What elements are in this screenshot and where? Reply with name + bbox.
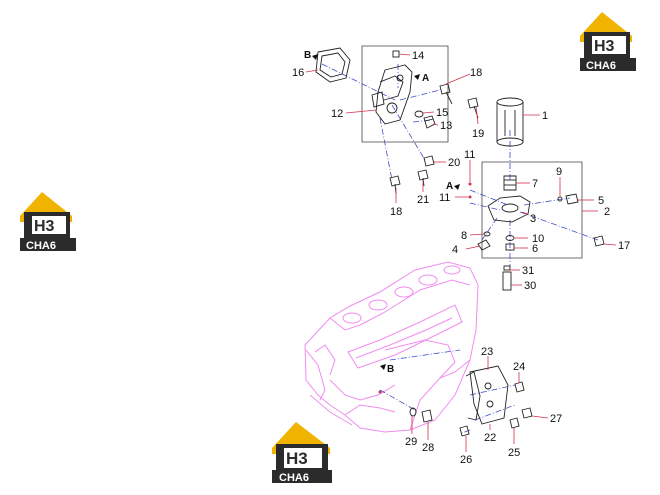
part-label: 4	[452, 244, 458, 256]
part-number-labels: 1 2 3 4 5 6 7 8 9 10 11 11 12 13 14 15 1…	[292, 50, 630, 466]
part-label: 30	[524, 280, 536, 292]
part-cooler-3	[487, 195, 531, 223]
part-label: 14	[412, 50, 424, 62]
part-oil-filter-1	[496, 97, 524, 147]
logo-main-text: H3	[594, 38, 615, 55]
part-bolt-26	[459, 425, 470, 437]
part-label: 3	[530, 213, 536, 225]
part-label: 16	[292, 67, 304, 79]
ref-b-block: B	[380, 364, 394, 375]
part-label: 9	[556, 166, 562, 178]
part-plug-14	[392, 50, 400, 58]
part-sensor-5	[565, 193, 579, 205]
part-label: 11	[464, 149, 475, 161]
ref-a-top: A	[414, 73, 429, 84]
part-gasket-23	[465, 371, 481, 421]
part-plate-22	[469, 365, 509, 425]
part-label: 26	[460, 454, 472, 466]
reference-letters: A A B B	[304, 50, 460, 375]
part-label: 18	[390, 206, 402, 218]
part-ring-31	[503, 265, 511, 271]
part-label: 13	[440, 120, 452, 132]
part-label: 15	[436, 107, 448, 119]
dots	[378, 182, 472, 394]
part-label: 19	[472, 128, 484, 140]
part-bolt-18-bottom	[389, 175, 401, 195]
ref-a-cooler: A	[446, 181, 460, 192]
part-washer-8	[483, 231, 491, 237]
logo-sub-text: CHA6	[279, 472, 309, 484]
part-label: 23	[481, 346, 493, 358]
part-washer-9	[557, 196, 563, 202]
part-union-28	[421, 409, 433, 423]
part-valve-7	[503, 175, 517, 191]
part-bolt-24	[514, 381, 525, 393]
part-label: 27	[550, 413, 562, 425]
part-label: 28	[422, 442, 434, 454]
center-lines	[321, 63, 599, 434]
part-label: 24	[513, 361, 525, 373]
ref-letter: A	[422, 73, 429, 84]
part-bolt-4	[477, 239, 491, 251]
logo-main-text: H3	[286, 449, 308, 468]
part-oring-15	[414, 110, 424, 118]
part-label: 29	[405, 436, 417, 448]
part-label: 31	[522, 265, 534, 277]
ref-letter: B	[387, 364, 394, 375]
part-bolt-25	[509, 417, 520, 429]
logo-sub-text: CHA6	[586, 60, 616, 72]
part-label: 17	[618, 240, 630, 252]
callout-box-cooler	[481, 161, 583, 259]
ref-letter: B	[304, 50, 311, 61]
watermark-logo-left: H3 CHA6	[20, 192, 76, 252]
part-label: 7	[532, 178, 538, 190]
part-label: 10	[532, 233, 544, 245]
part-nipple-13	[423, 115, 436, 129]
logo-sub-text: CHA6	[26, 240, 56, 252]
part-filter-head-12	[371, 64, 413, 125]
callout-box-filter-head	[361, 45, 449, 143]
part-plug-6	[505, 243, 515, 251]
watermark-logo-top-right: H3 CHA6	[580, 12, 636, 72]
part-washer-29	[409, 407, 417, 417]
part-bolt-20	[423, 155, 435, 167]
part-label: 21	[417, 194, 429, 206]
part-label: 1	[542, 110, 548, 122]
part-gasket-16	[315, 47, 351, 83]
part-label: 20	[448, 157, 460, 169]
logo-main-text: H3	[34, 218, 55, 235]
part-label: 6	[532, 243, 538, 255]
part-label: 22	[484, 432, 496, 444]
part-label: 18	[470, 67, 482, 79]
part-pipe-30	[502, 271, 512, 291]
part-label: 8	[461, 230, 467, 242]
part-bolt-27	[521, 407, 533, 419]
part-label: 11	[439, 192, 450, 204]
part-bolt-18-top	[439, 83, 453, 105]
part-label: 25	[508, 447, 520, 459]
leader-lines	[305, 53, 617, 452]
watermark-logo-bottom: H3 CHA6	[272, 422, 332, 484]
ref-b-top: B	[304, 50, 318, 61]
part-bolt-17	[593, 235, 605, 247]
engine-block	[304, 261, 479, 433]
part-label: 2	[604, 206, 610, 218]
part-bolt-21	[417, 169, 429, 187]
part-label: 12	[331, 108, 343, 120]
part-label: 5	[598, 195, 604, 207]
ref-letter: A	[446, 181, 453, 192]
